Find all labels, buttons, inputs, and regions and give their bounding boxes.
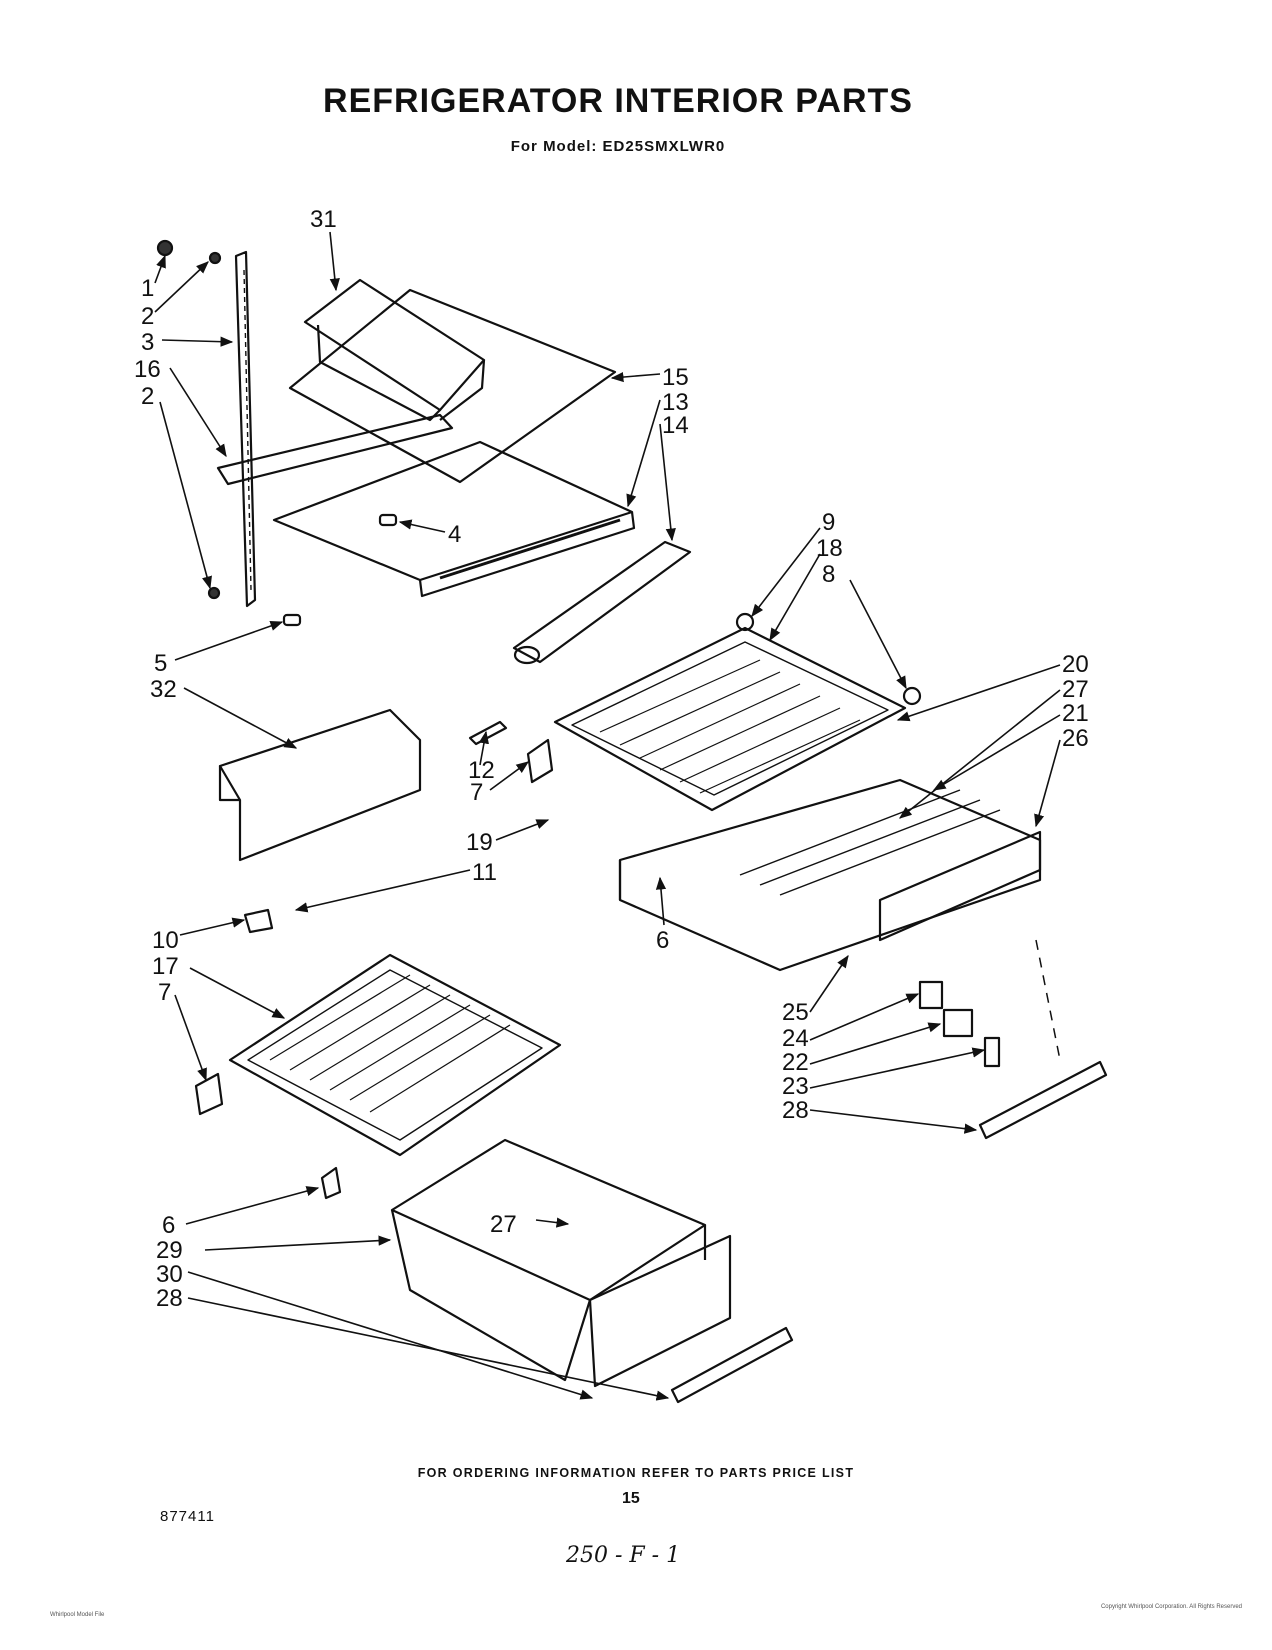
handwritten-note: 250 - F - 1 <box>566 1543 681 1568</box>
document-code: 877411 <box>160 1508 215 1525</box>
callout-2b: 2 <box>141 383 154 410</box>
callout-6: 6 <box>656 927 669 954</box>
front-panel-26 <box>878 830 1042 942</box>
bracket-16 <box>216 413 454 486</box>
callout-3: 3 <box>141 329 154 356</box>
shelf-17 <box>228 953 562 1157</box>
callout-28b: 28 <box>156 1285 183 1312</box>
callout-16: 16 <box>134 356 161 383</box>
support-10 <box>243 908 274 934</box>
callout-31: 31 <box>310 206 337 233</box>
callout-20: 20 <box>1062 651 1089 678</box>
page-title: REFRIGERATOR INTERIOR PARTS <box>323 82 913 120</box>
callout-13: 13 <box>662 389 689 416</box>
trim-14 <box>512 540 692 665</box>
callout-10: 10 <box>152 927 179 954</box>
leader-dash <box>1035 939 1061 1061</box>
callout-32: 32 <box>150 676 177 703</box>
callout-23: 23 <box>782 1073 809 1100</box>
callout-6b: 6 <box>162 1212 175 1239</box>
callout-27b: 27 <box>490 1211 517 1238</box>
shelf-frame-13 <box>272 440 636 598</box>
bracket-7-upper <box>526 738 554 784</box>
callout-11: 11 <box>472 859 497 886</box>
shelf-18 <box>553 626 907 812</box>
callout-14: 14 <box>662 412 689 439</box>
ordering-note: FOR ORDERING INFORMATION REFER TO PARTS … <box>417 1466 855 1480</box>
screw-part-2-bottom <box>207 586 221 600</box>
trim-28-right <box>978 1060 1108 1140</box>
front-30 <box>588 1234 732 1388</box>
callout-28: 28 <box>782 1097 809 1124</box>
knob-24 <box>918 980 944 1010</box>
bumper-8 <box>902 686 922 706</box>
callout-26: 26 <box>1062 725 1089 752</box>
bumper-9 <box>735 612 755 632</box>
callout-25: 25 <box>782 999 809 1026</box>
screw-part-2-top <box>208 251 222 265</box>
callout-30: 30 <box>156 1261 183 1288</box>
callout-24: 24 <box>782 1025 809 1052</box>
callout-4: 4 <box>448 521 461 548</box>
callout-29: 29 <box>156 1237 183 1264</box>
callout-18: 18 <box>816 535 843 562</box>
page-number: 15 <box>622 1490 640 1507</box>
callout-27: 27 <box>1062 676 1089 703</box>
callout-5: 5 <box>154 650 167 677</box>
bracket-6-lower <box>320 1166 342 1200</box>
fine-print-right: Copyright Whirlpool Corporation. All Rig… <box>1100 1604 1242 1610</box>
pin-12 <box>468 720 508 746</box>
fine-print-left: Whirlpool Model File <box>50 1612 105 1618</box>
pan-29 <box>390 1138 707 1382</box>
channel-32 <box>218 708 422 862</box>
callout-22: 22 <box>782 1049 809 1076</box>
callout-7b: 7 <box>158 979 171 1006</box>
callout-9: 9 <box>822 509 835 536</box>
callout-8: 8 <box>822 561 835 588</box>
callout-7: 7 <box>470 779 483 806</box>
clip-part-4 <box>378 513 398 527</box>
glass-shelf-15 <box>288 288 617 484</box>
callout-1: 1 <box>141 275 154 302</box>
clip-part-5 <box>282 613 302 627</box>
trim-28-lower <box>670 1326 794 1404</box>
callout-2: 2 <box>141 303 154 330</box>
model-subtitle: For Model: ED25SMXLWR0 <box>510 138 726 155</box>
callout-21: 21 <box>1062 700 1089 727</box>
callout-labels: 1 2 3 16 2 31 15 13 14 4 5 32 9 18 8 20 … <box>134 206 1089 1312</box>
callout-17: 17 <box>152 953 179 980</box>
callout-15: 15 <box>662 364 689 391</box>
callout-19: 19 <box>466 829 493 856</box>
slide-22 <box>942 1008 974 1038</box>
dairy-bin-31 <box>303 278 486 422</box>
bracket-7-lower <box>194 1072 224 1116</box>
crisper-drawer-26 <box>618 778 1042 972</box>
bracket-23 <box>983 1036 1001 1068</box>
callout-12: 12 <box>468 757 495 784</box>
screw-part-1 <box>156 239 174 257</box>
shelf-rail-left <box>234 250 257 608</box>
